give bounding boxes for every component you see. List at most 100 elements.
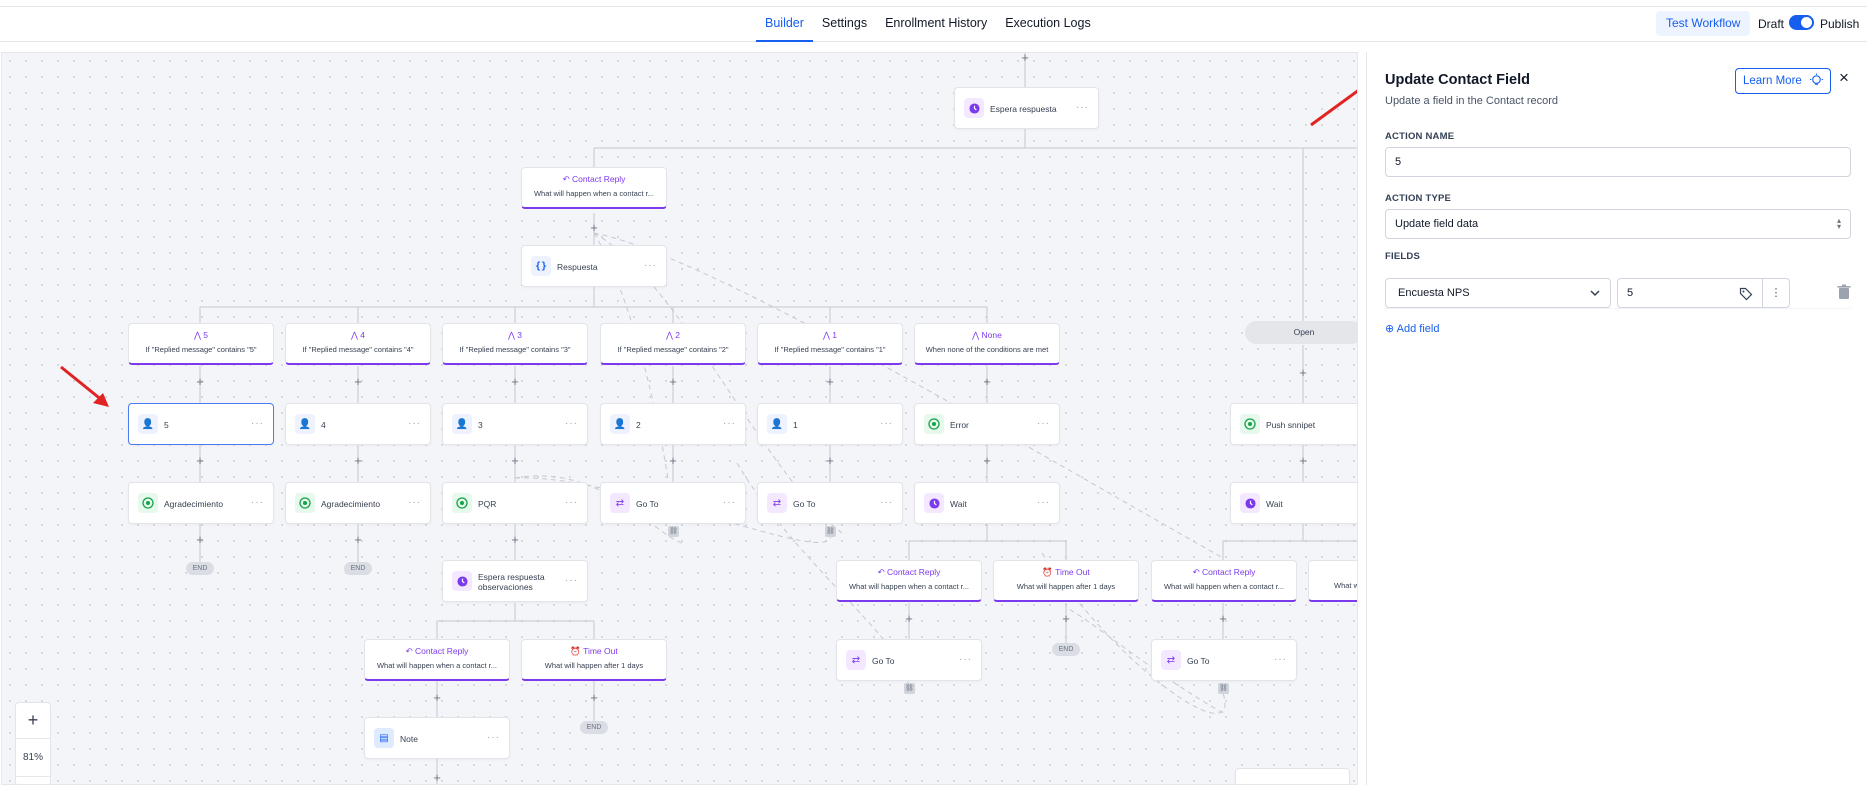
add-step-plus[interactable]: + xyxy=(983,453,991,468)
add-step-plus[interactable]: + xyxy=(433,690,441,705)
end-marker: END xyxy=(1052,643,1080,656)
add-step-plus[interactable]: + xyxy=(1219,611,1227,626)
add-step-plus[interactable]: + xyxy=(354,532,362,547)
branch-time-out[interactable]: ⏰ Time Out What will happen after 1 days xyxy=(993,560,1139,602)
add-step-plus[interactable]: + xyxy=(511,453,519,468)
publish-toggle[interactable] xyxy=(1789,15,1814,30)
more-icon[interactable]: ··· xyxy=(644,260,657,271)
tab-enrollment-history[interactable]: Enrollment History xyxy=(885,16,988,30)
more-icon[interactable]: ··· xyxy=(251,497,264,508)
add-step-plus[interactable]: + xyxy=(669,453,677,468)
more-icon[interactable]: ··· xyxy=(408,497,421,508)
node-update-3[interactable]: 👤 3 ··· xyxy=(442,403,588,445)
action-name-input[interactable]: 5 xyxy=(1385,147,1851,177)
more-icon[interactable]: ··· xyxy=(408,418,421,429)
condition-title: ⋀ 4 xyxy=(350,330,366,340)
zoom-in-button[interactable]: + xyxy=(16,703,50,739)
condition-4[interactable]: ⋀ 4 If "Replied message" contains "4" xyxy=(285,323,431,365)
add-step-plus[interactable]: + xyxy=(1299,453,1307,468)
add-step-plus[interactable]: + xyxy=(1299,365,1307,380)
more-icon[interactable]: ··· xyxy=(251,418,264,429)
branch-time-out[interactable]: ⏰ Time Out What will happen after 1 days xyxy=(521,639,667,681)
node-agradecimiento[interactable]: Agradecimiento ··· xyxy=(128,482,274,524)
add-step-plus[interactable]: + xyxy=(669,374,677,389)
add-step-plus[interactable]: + xyxy=(433,770,441,785)
condition-1[interactable]: ⋀ 1 If "Replied message" contains "1" xyxy=(757,323,903,365)
node-go-to[interactable]: ⇄ Go To ··· xyxy=(600,482,746,524)
add-step-plus[interactable]: + xyxy=(590,220,598,235)
add-step-plus[interactable]: + xyxy=(826,374,834,389)
add-step-plus[interactable]: + xyxy=(1062,611,1070,626)
field-value-input[interactable]: 5 xyxy=(1617,278,1763,308)
add-field-button[interactable]: ⊕ Add field xyxy=(1385,322,1439,335)
node-wait[interactable]: Wait xyxy=(1230,482,1357,524)
branch-open-pill[interactable]: Open xyxy=(1245,321,1357,344)
more-icon[interactable]: ··· xyxy=(959,654,972,665)
add-step-plus[interactable]: + xyxy=(196,374,204,389)
more-icon[interactable]: ··· xyxy=(565,418,578,429)
more-icon[interactable]: ··· xyxy=(1037,497,1050,508)
node-note[interactable]: ▤ Note ··· xyxy=(364,717,510,759)
more-icon[interactable]: ··· xyxy=(1076,102,1089,113)
workflow-canvas[interactable]: + + + + + + + + + + + + + + + + + + + + … xyxy=(1,52,1358,785)
node-go-to[interactable]: ⇄ Go To ··· xyxy=(757,482,903,524)
more-icon[interactable]: ··· xyxy=(880,418,893,429)
add-step-plus[interactable]: + xyxy=(196,453,204,468)
condition-2[interactable]: ⋀ 2 If "Replied message" contains "2" xyxy=(600,323,746,365)
more-icon[interactable]: ··· xyxy=(880,497,893,508)
branch-contact-reply[interactable]: ↶ Contact Reply What will happen when a … xyxy=(1151,560,1297,602)
node-go-to[interactable]: ⇄ Go To ··· xyxy=(1151,639,1297,681)
branch-contact-reply[interactable]: ↶ Contact Reply What will happen when a … xyxy=(521,167,667,209)
tab-settings[interactable]: Settings xyxy=(821,16,868,30)
more-icon[interactable]: ··· xyxy=(565,575,578,586)
condition-5[interactable]: ⋀ 5 If "Replied message" contains "5" xyxy=(128,323,274,365)
node-wait[interactable]: Wait ··· xyxy=(914,482,1060,524)
add-step-plus[interactable]: + xyxy=(354,453,362,468)
node-respuesta[interactable]: {} Respuesta ··· xyxy=(521,245,667,287)
node-agradecimiento[interactable]: Agradecimiento ··· xyxy=(285,482,431,524)
branch-partial[interactable]: What w xyxy=(1308,560,1357,602)
add-step-plus[interactable]: + xyxy=(511,374,519,389)
add-step-plus[interactable]: + xyxy=(826,453,834,468)
node-espera-observaciones[interactable]: Espera respuesta observaciones ··· xyxy=(442,560,588,602)
more-icon[interactable]: ··· xyxy=(723,497,736,508)
field-name-select[interactable]: Encuesta NPS xyxy=(1385,278,1611,308)
add-step-plus[interactable]: + xyxy=(511,532,519,547)
node-update-1[interactable]: 👤 1 ··· xyxy=(757,403,903,445)
node-update-4[interactable]: 👤 4 ··· xyxy=(285,403,431,445)
more-icon[interactable]: ··· xyxy=(565,497,578,508)
close-icon[interactable]: × xyxy=(1839,68,1849,87)
action-type-select[interactable]: Update field data ▴▾ xyxy=(1385,209,1851,239)
add-step-plus[interactable]: + xyxy=(354,374,362,389)
tag-icon[interactable] xyxy=(1739,287,1753,301)
trash-icon[interactable] xyxy=(1837,284,1851,300)
node-partial-bottom[interactable] xyxy=(1235,768,1350,784)
branch-title: ↶ Contact Reply xyxy=(877,567,941,577)
more-icon[interactable]: ··· xyxy=(1037,418,1050,429)
branch-contact-reply[interactable]: ↶ Contact Reply What will happen when a … xyxy=(364,639,510,681)
node-error[interactable]: Error ··· xyxy=(914,403,1060,445)
add-step-plus[interactable]: + xyxy=(196,532,204,547)
node-go-to[interactable]: ⇄ Go To ··· xyxy=(836,639,982,681)
add-step-plus[interactable]: + xyxy=(590,690,598,705)
add-step-plus[interactable]: + xyxy=(983,374,991,389)
more-icon[interactable]: ··· xyxy=(487,732,500,743)
branch-contact-reply[interactable]: ↶ Contact Reply What will happen when a … xyxy=(836,560,982,602)
condition-3[interactable]: ⋀ 3 If "Replied message" contains "3" xyxy=(442,323,588,365)
plus-circle-icon: ⊕ xyxy=(1385,323,1395,335)
test-workflow-button[interactable]: Test Workflow xyxy=(1656,11,1751,36)
add-step-plus[interactable]: + xyxy=(1021,52,1029,65)
node-pqr[interactable]: PQR ··· xyxy=(442,482,588,524)
more-icon[interactable]: ··· xyxy=(723,418,736,429)
node-espera-respuesta[interactable]: Espera respuesta ··· xyxy=(954,87,1099,129)
node-push-snnipet[interactable]: Push snnipet xyxy=(1230,403,1357,445)
add-step-plus[interactable]: + xyxy=(905,611,913,626)
node-update-5[interactable]: 👤 5 ··· xyxy=(128,403,274,445)
learn-more-button[interactable]: Learn More xyxy=(1735,68,1831,94)
field-options-button[interactable]: ⋮ xyxy=(1762,278,1790,308)
more-icon[interactable]: ··· xyxy=(1274,654,1287,665)
tab-builder[interactable]: Builder xyxy=(756,0,813,42)
condition-none[interactable]: ⋀ None When none of the conditions are m… xyxy=(914,323,1060,365)
tab-execution-logs[interactable]: Execution Logs xyxy=(1005,16,1091,30)
node-update-2[interactable]: 👤 2 ··· xyxy=(600,403,746,445)
